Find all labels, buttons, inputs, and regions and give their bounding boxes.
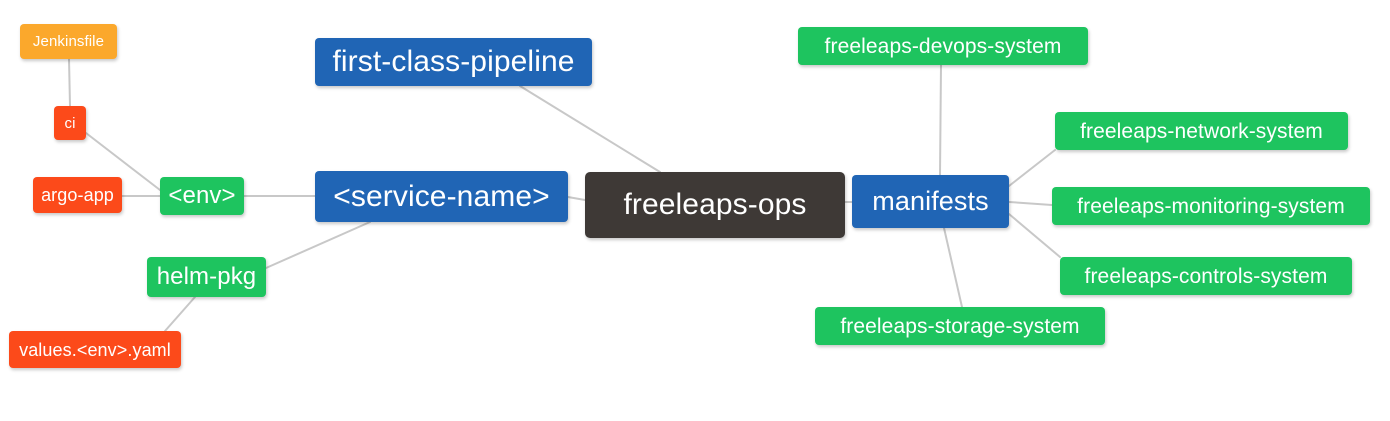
node-label-controls-system: freeleaps-controls-system	[1084, 264, 1328, 288]
node-manifests[interactable]: manifests	[852, 175, 1009, 228]
node-freeleaps-ops[interactable]: freeleaps-ops	[585, 172, 845, 238]
edge-manifests-to-storage-system	[943, 227, 963, 308]
node-values-yaml[interactable]: values.<env>.yaml	[9, 331, 181, 368]
edge-values-yaml-to-helm-pkg	[164, 296, 196, 332]
node-label-freeleaps-ops: freeleaps-ops	[623, 188, 807, 221]
edge-first-class-pipeline-to-freeleaps-ops	[519, 85, 661, 173]
node-label-env: <env>	[168, 182, 236, 209]
node-service-name[interactable]: <service-name>	[315, 171, 568, 222]
node-jenkinsfile[interactable]: Jenkinsfile	[20, 24, 117, 59]
edge-manifests-to-monitoring-system	[1008, 201, 1053, 206]
edge-manifests-to-network-system	[1008, 149, 1056, 187]
node-label-service-name: <service-name>	[333, 179, 550, 213]
node-label-manifests: manifests	[872, 186, 989, 216]
node-label-network-system: freeleaps-network-system	[1080, 119, 1323, 143]
node-storage-system[interactable]: freeleaps-storage-system	[815, 307, 1105, 345]
node-controls-system[interactable]: freeleaps-controls-system	[1060, 257, 1352, 295]
node-label-devops-system: freeleaps-devops-system	[824, 34, 1062, 58]
edge-service-name-to-freeleaps-ops	[567, 196, 586, 201]
node-first-class-pipeline[interactable]: first-class-pipeline	[315, 38, 592, 86]
node-devops-system[interactable]: freeleaps-devops-system	[798, 27, 1088, 65]
node-label-monitoring-system: freeleaps-monitoring-system	[1077, 194, 1345, 218]
node-network-system[interactable]: freeleaps-network-system	[1055, 112, 1348, 150]
edge-manifests-to-devops-system	[939, 64, 942, 176]
node-label-storage-system: freeleaps-storage-system	[840, 314, 1080, 338]
node-label-first-class-pipeline: first-class-pipeline	[332, 45, 575, 78]
node-argo-app[interactable]: argo-app	[33, 177, 122, 213]
node-label-ci: ci	[64, 114, 76, 132]
node-label-argo-app: argo-app	[41, 185, 114, 205]
node-helm-pkg[interactable]: helm-pkg	[147, 257, 266, 297]
node-label-jenkinsfile: Jenkinsfile	[32, 33, 105, 50]
node-label-helm-pkg: helm-pkg	[156, 263, 257, 290]
edge-helm-pkg-to-service-name	[265, 221, 371, 269]
node-env[interactable]: <env>	[160, 177, 244, 215]
node-monitoring-system[interactable]: freeleaps-monitoring-system	[1052, 187, 1370, 225]
edge-jenkinsfile-to-ci	[68, 58, 71, 107]
node-ci[interactable]: ci	[54, 106, 86, 140]
node-label-values-yaml: values.<env>.yaml	[19, 339, 171, 360]
